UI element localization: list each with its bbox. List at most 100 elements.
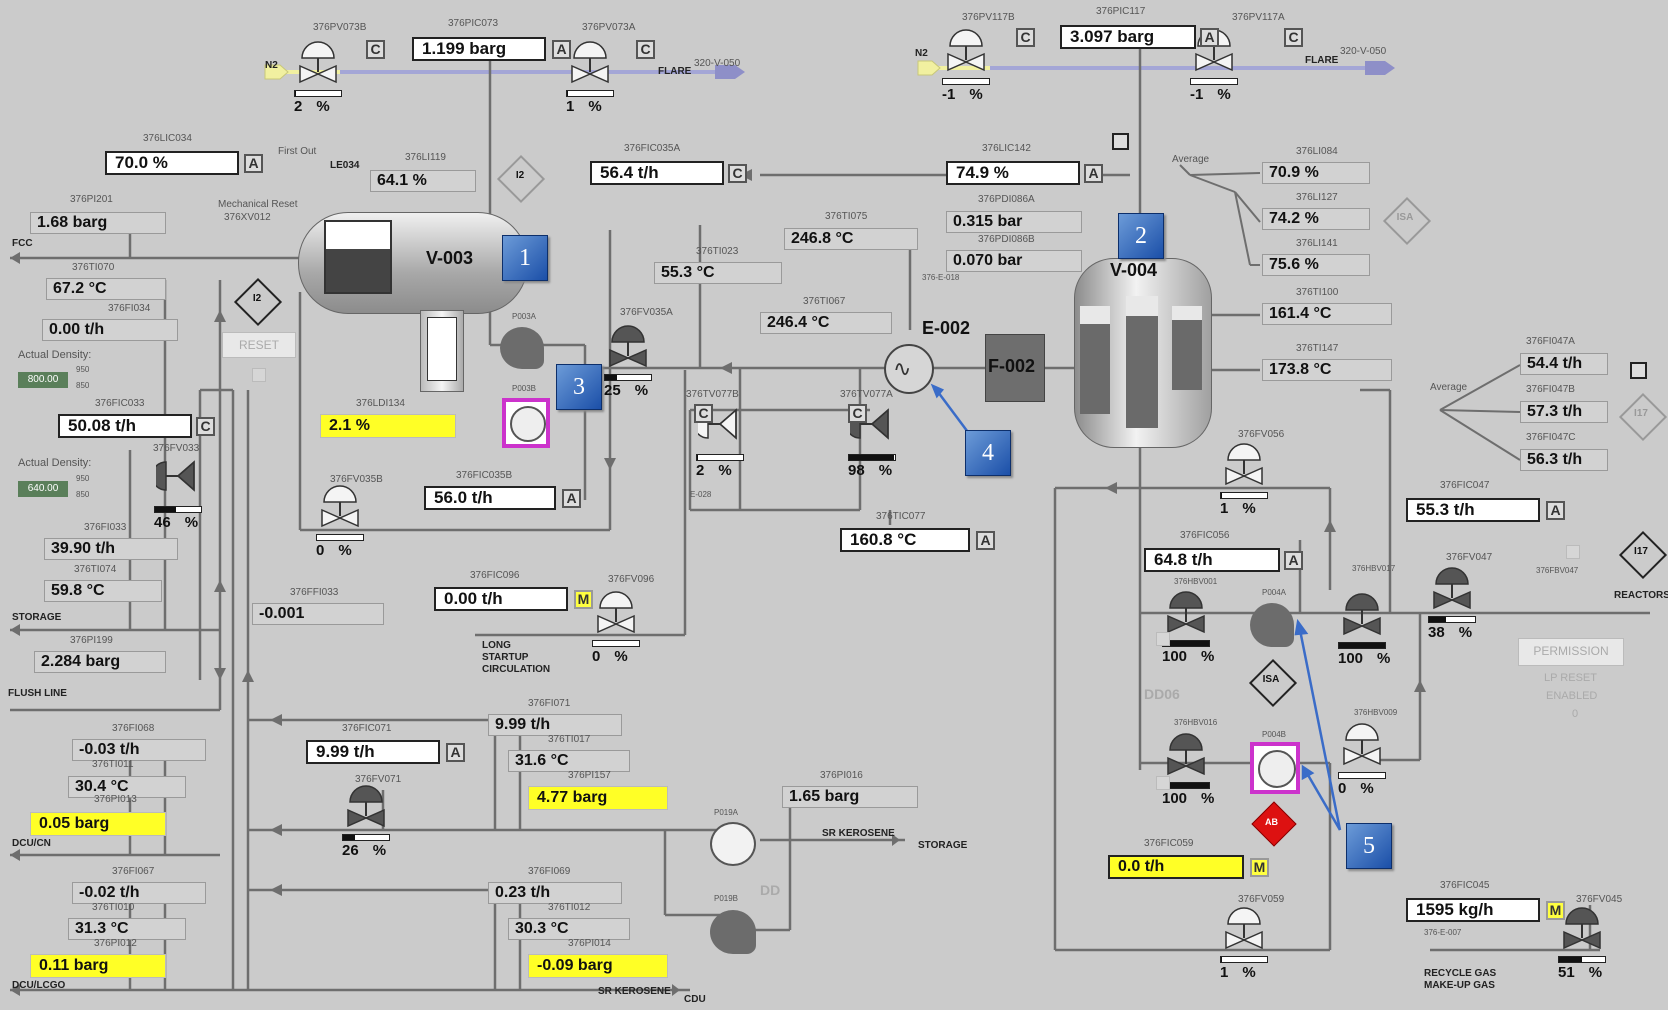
mode-pv073b[interactable]: C	[366, 40, 385, 59]
mode-pv117b[interactable]: C	[1016, 28, 1035, 47]
valve-pv073b-icon[interactable]	[296, 40, 340, 86]
mode-tv077b[interactable]: C	[694, 404, 713, 423]
e002-exchanger[interactable]	[884, 344, 934, 394]
fi067-value: -0.02 t/h	[72, 882, 206, 904]
fic047-value[interactable]: 55.3 t/h	[1406, 498, 1540, 522]
mode-pic073[interactable]: A	[552, 40, 571, 59]
valve-tv077b-opening-bar	[696, 454, 744, 461]
mode-fic035b[interactable]: A	[562, 489, 581, 508]
mode-tic077[interactable]: A	[976, 531, 995, 550]
pi016-value: 1.65 barg	[782, 786, 918, 808]
tag-fic071: 376FIC071	[342, 723, 392, 734]
permission-button[interactable]: PERMISSION	[1518, 638, 1624, 666]
flare-label: FLARE	[658, 66, 692, 77]
fic071-value[interactable]: 9.99 t/h	[306, 740, 440, 764]
dcu-lcgo-label: DCU/LCGO	[12, 980, 66, 991]
pump-p003b-icon[interactable]	[502, 398, 550, 448]
checkbox-top-right[interactable]	[1112, 133, 1129, 150]
average-label-2: Average	[1430, 382, 1468, 393]
mode-fic033[interactable]: C	[196, 417, 215, 436]
valve-pv117b-icon[interactable]	[944, 28, 988, 74]
n2-label-2: N2	[915, 48, 928, 59]
dd06-label: DD06	[1144, 686, 1180, 702]
valve-hbv009-icon[interactable]	[1340, 722, 1384, 768]
valve-fv035a-icon[interactable]	[606, 324, 650, 370]
valve-fv071-icon[interactable]	[344, 784, 388, 830]
mode-pv117a[interactable]: C	[1284, 28, 1303, 47]
ti075-value: 246.8 °C	[784, 228, 918, 250]
tag-pic117: 376PIC117	[1096, 6, 1146, 17]
mode-tv077a[interactable]: C	[848, 404, 867, 423]
tic077-value[interactable]: 160.8 °C	[840, 528, 970, 552]
pump-p003a-icon[interactable]	[500, 327, 544, 369]
valve-fv047-opening-bar	[1428, 616, 1476, 623]
lic142-value[interactable]: 74.9 %	[946, 161, 1080, 185]
lsi119-value: 64.1 %	[370, 170, 476, 192]
valve-fv047-icon[interactable]	[1430, 566, 1474, 612]
valve-pv117a-percent-sign: %	[1217, 86, 1231, 103]
fic059-value[interactable]: 0.0 t/h	[1108, 855, 1244, 879]
li127-value: 74.2 %	[1262, 208, 1370, 230]
flare-destination-2: 320-V-050	[1340, 46, 1387, 57]
fic033-value[interactable]: 50.08 t/h	[58, 414, 192, 438]
fic096-value[interactable]: 0.00 t/h	[434, 587, 568, 611]
mode-fic045[interactable]: M	[1546, 901, 1565, 920]
tag-fic035b: 376FIC035B	[456, 470, 513, 481]
fic056-value[interactable]: 64.8 t/h	[1144, 548, 1280, 572]
mode-pic117[interactable]: A	[1200, 28, 1219, 47]
mode-fic035a[interactable]: C	[728, 164, 747, 183]
valve-hbv016-icon[interactable]	[1164, 732, 1208, 778]
sr-kerosene-label: SR KEROSENE	[822, 828, 895, 839]
interlock-i17-label: I17	[1634, 546, 1648, 557]
fic035a-value[interactable]: 56.4 t/h	[590, 161, 724, 185]
mode-lic142[interactable]: A	[1084, 164, 1103, 183]
pump-p019b-icon[interactable]	[710, 910, 756, 954]
lic034-value[interactable]: 70.0 %	[105, 151, 239, 175]
valve-fv059-percent-value: 1	[1220, 964, 1229, 981]
mode-pv073a[interactable]: C	[636, 40, 655, 59]
valve-fv035b-icon[interactable]	[318, 484, 362, 530]
pump-p004a-icon[interactable]	[1250, 603, 1294, 647]
pump-p004b-icon[interactable]	[1250, 742, 1300, 794]
valve-fv096-icon[interactable]	[594, 590, 638, 636]
pic117-value[interactable]: 3.097 barg	[1060, 25, 1196, 49]
valve-fv045-icon[interactable]	[1560, 906, 1604, 952]
valve-fv047-percent-sign: %	[1458, 624, 1473, 641]
callout-3: 3	[556, 364, 602, 410]
mode-fic056[interactable]: A	[1284, 551, 1303, 570]
flare-destination: 320-V-050	[694, 58, 741, 69]
reset-button[interactable]: RESET	[222, 332, 296, 358]
pic073-value[interactable]: 1.199 barg	[412, 37, 546, 61]
tag-fic033: 376FIC033	[95, 398, 145, 409]
tag-p019a: P019A	[714, 808, 739, 817]
pump-p019a-icon[interactable]	[710, 822, 756, 866]
valve-fv059-icon[interactable]	[1222, 906, 1266, 952]
mode-fic047[interactable]: A	[1546, 501, 1565, 520]
valve-fv033-icon[interactable]	[156, 456, 200, 502]
valve-pv073a-icon[interactable]	[568, 40, 612, 86]
checkbox-right[interactable]	[1630, 362, 1647, 379]
fi034-value: 0.00 t/h	[42, 319, 178, 341]
fic045-value[interactable]: 1595 kg/h	[1406, 898, 1540, 922]
mode-lic034[interactable]: A	[244, 154, 263, 173]
fic035b-value[interactable]: 56.0 t/h	[424, 486, 556, 510]
valve-fv056-percent: 1%	[1220, 500, 1256, 517]
valve-hbv001-icon[interactable]	[1164, 590, 1208, 636]
mode-fic096[interactable]: M	[574, 590, 593, 609]
valve-pv073b-opening-fill	[295, 91, 296, 96]
valve-hbv017-icon[interactable]	[1340, 592, 1384, 638]
v003-label: V-003	[426, 248, 474, 268]
valve-fv056-icon[interactable]	[1222, 442, 1266, 488]
valve-fv047-percent-value: 38	[1428, 624, 1445, 641]
valve-fv047-percent: 38%	[1428, 624, 1472, 641]
reactors-label: REACTORS	[1614, 590, 1668, 601]
mode-fic071[interactable]: A	[446, 743, 465, 762]
dd-label: DD	[760, 882, 781, 898]
mode-fic059[interactable]: M	[1250, 858, 1269, 877]
make-up-gas-label: MAKE-UP GAS	[1424, 980, 1495, 991]
f002-filter[interactable]	[985, 334, 1045, 402]
density-lo-1: 850	[76, 381, 90, 390]
tag-fi033: 376FI033	[84, 522, 127, 533]
valve-tv077b-percent-value: 2	[696, 462, 705, 479]
